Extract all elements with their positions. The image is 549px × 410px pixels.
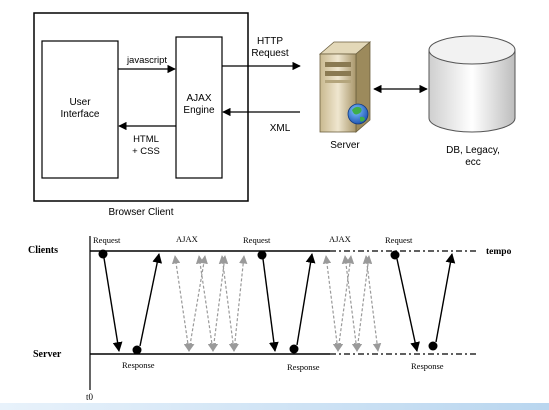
- response-dot-2: [289, 344, 299, 354]
- http-request-label-line2: Request: [251, 48, 288, 59]
- request-arrow-3: [396, 258, 420, 352]
- timeline-server-label: Server: [33, 349, 62, 360]
- request-arrow-1: [103, 257, 123, 352]
- ajax-label-1: AJAX: [176, 234, 198, 244]
- ajax-engine-label-line2: Engine: [183, 105, 215, 116]
- tempo-label: tempo: [486, 247, 512, 257]
- request-label-3: Request: [385, 235, 413, 245]
- t0-label: t0: [86, 392, 94, 402]
- response-arrow-2: [296, 253, 316, 346]
- request-label-2: Request: [243, 235, 271, 245]
- html-css-label-line1: HTML: [133, 134, 159, 145]
- database-icon: [428, 35, 516, 133]
- request-label-1: Request: [93, 235, 121, 245]
- response-label-2: Response: [287, 362, 320, 372]
- server-icon: [318, 41, 372, 133]
- browser-client-label: Browser Client: [108, 207, 173, 218]
- request-dot-1: [98, 249, 108, 259]
- response-arrow-1: [139, 253, 163, 347]
- server-label: Server: [330, 140, 360, 151]
- ajax-label-2: AJAX: [329, 234, 351, 244]
- response-label-1: Response: [122, 360, 155, 370]
- response-dot-1: [132, 345, 142, 355]
- http-request-label-line1: HTTP: [257, 36, 283, 47]
- response-label-3: Response: [411, 361, 444, 371]
- db-label-line1: DB, Legacy,: [446, 145, 500, 156]
- user-interface-label-line1: User: [69, 97, 91, 108]
- ajax-exchange-group-2: [322, 255, 382, 352]
- clients-label: Clients: [28, 245, 58, 256]
- xml-label: XML: [270, 123, 291, 134]
- ajax-engine-label-line1: AJAX: [186, 93, 211, 104]
- response-dot-3: [428, 341, 438, 351]
- db-label-line2: ecc: [465, 157, 481, 168]
- html-css-label-line2: + CSS: [132, 146, 160, 157]
- ajax-engine-box: [175, 36, 223, 179]
- user-interface-box: [41, 40, 119, 179]
- response-arrow-3: [435, 253, 456, 343]
- bottom-gradient-bar: [0, 403, 549, 410]
- request-arrow-2: [262, 258, 279, 352]
- request-dot-3: [390, 250, 400, 260]
- request-dot-2: [257, 250, 267, 260]
- ajax-exchange-group-1: [171, 255, 248, 352]
- javascript-label: javascript: [126, 55, 167, 66]
- user-interface-label-line2: Interface: [61, 109, 100, 120]
